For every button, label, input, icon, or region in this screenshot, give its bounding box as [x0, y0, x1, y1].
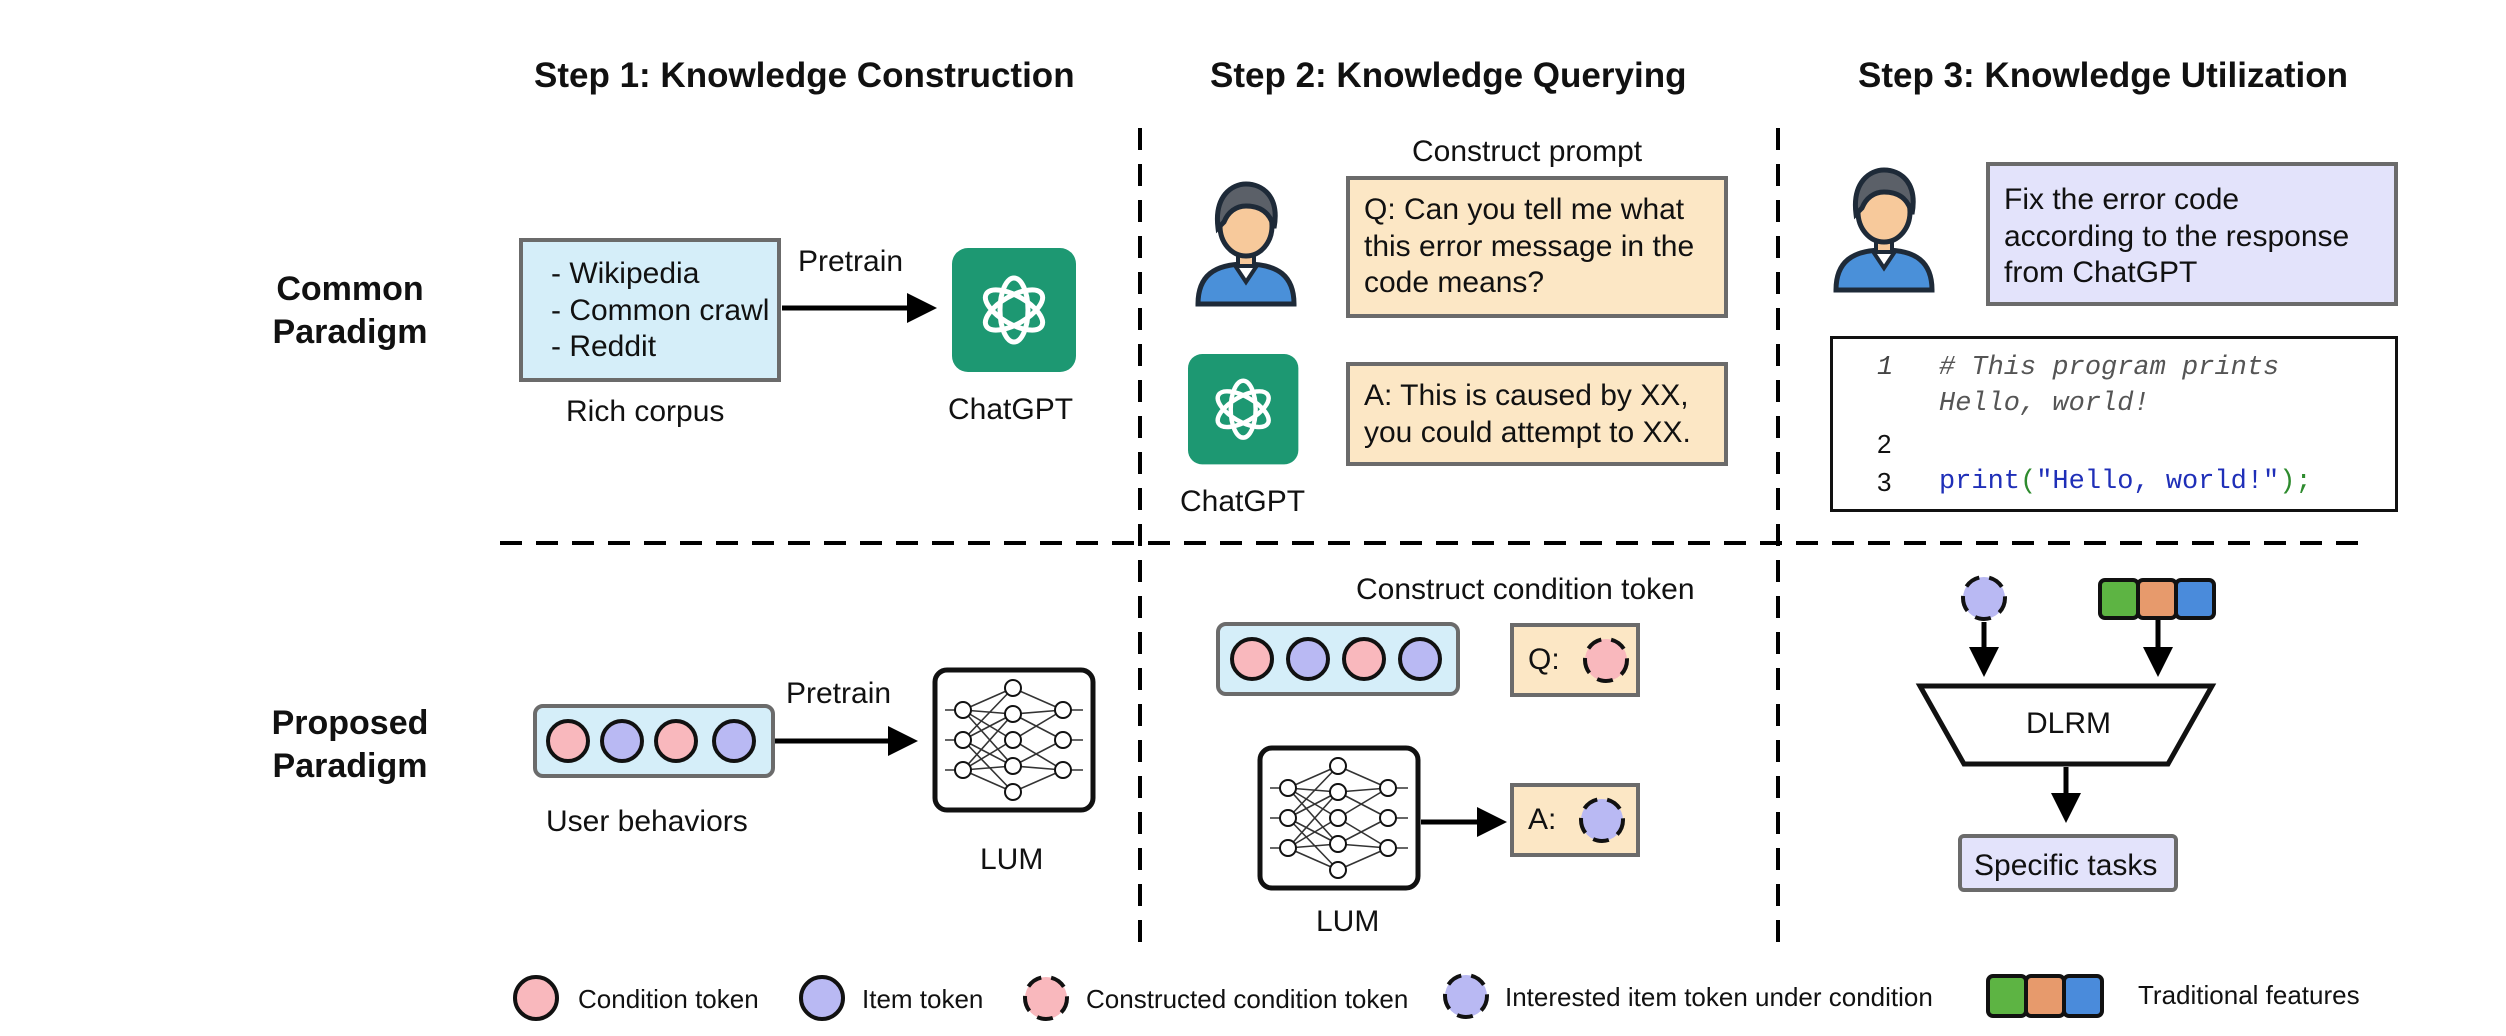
user-person-icon-utilization [1836, 170, 1932, 290]
code-print-fn: print [1939, 467, 2021, 497]
code-paren-open: ( [2020, 467, 2037, 497]
legend-interested-label: Interested item token under condition [1505, 982, 1933, 1012]
condition-token [1230, 637, 1274, 681]
legend-feature-blue [2062, 974, 2104, 1018]
lum-label-query: LUM [1316, 905, 1380, 938]
query-sequence-box [1216, 622, 1460, 696]
specific-tasks-label: Specific tasks [1974, 849, 2158, 882]
legend-constructed-label: Constructed condition token [1086, 984, 1409, 1014]
rich-corpus-box: - Wikipedia - Common crawl - Reddit [519, 238, 781, 382]
legend-interested-swatch [1443, 973, 1489, 1019]
step3-heading: Step 3: Knowledge Utilization [1858, 56, 2349, 95]
answer-box: A: This is caused by XX, you could attem… [1346, 362, 1728, 466]
chatgpt-label-common: ChatGPT [948, 393, 1074, 426]
line-number-3: 3 [1877, 467, 1892, 497]
item-token [712, 719, 756, 763]
line-number-2: 2 [1877, 429, 1892, 459]
legend-item-swatch [799, 975, 845, 1021]
fix-instruction-text: Fix the error code according to the resp… [2004, 183, 2350, 290]
common-paradigm-label: Common Paradigm [272, 270, 428, 351]
code-string: "Hello, world!" [2036, 467, 2280, 497]
construct-condition-label: Construct condition token [1356, 573, 1695, 606]
rich-corpus-label: Rich corpus [566, 395, 725, 428]
chatgpt-logo-icon-common [952, 248, 1076, 372]
question-box: Q: Can you tell me what this error messa… [1346, 176, 1728, 318]
condition-token [1342, 637, 1386, 681]
dlrm-block [1915, 683, 2217, 767]
feature-orange [2136, 578, 2178, 620]
legend-item-label: Item token [862, 984, 984, 1014]
condition-token [546, 719, 590, 763]
code-comment-line1: # This program prints [1939, 353, 2280, 383]
item-token [600, 719, 644, 763]
code-paren-close: ); [2279, 467, 2312, 497]
lum-label: LUM [980, 843, 1044, 876]
feature-green [2098, 578, 2140, 620]
legend-condition-label: Condition token [578, 984, 759, 1014]
constructed-condition-token [1583, 637, 1629, 683]
user-behaviors-label: User behaviors [546, 805, 748, 838]
q-prefix: Q: [1528, 643, 1560, 676]
proposed-paradigm-label: Proposed Paradigm [271, 704, 429, 785]
user-person-icon-query [1198, 184, 1294, 304]
a-prefix: A: [1528, 803, 1557, 836]
legend-feature-orange [2024, 974, 2066, 1018]
question-text: Q: Can you tell me what this error messa… [1364, 193, 1695, 300]
item-token [1286, 637, 1330, 681]
chatgpt-logo-icon-query [1188, 354, 1298, 464]
code-print-line: print("Hello, world!"); [1939, 467, 2312, 497]
answer-text: A: This is caused by XX, you could attem… [1364, 379, 1691, 449]
line-number-1: 1 [1877, 353, 1894, 383]
fix-instruction-box: Fix the error code according to the resp… [1986, 162, 2398, 306]
corpus-items: - Wikipedia - Common crawl - Reddit [551, 257, 770, 364]
step2-heading: Step 2: Knowledge Querying [1210, 56, 1687, 95]
legend-traditional-label: Traditional features [2138, 980, 2360, 1010]
lum-neural-network-icon-query [1260, 748, 1418, 888]
code-comment-line1-wrap: Hello, world! [1939, 389, 2150, 419]
step1-heading: Step 1: Knowledge Construction [534, 56, 1075, 95]
condition-token [654, 719, 698, 763]
dlrm-label: DLRM [2026, 707, 2112, 740]
lum-neural-network-icon [935, 670, 1093, 810]
interested-item-token [1961, 575, 2007, 621]
legend-feature-green [1986, 974, 2028, 1018]
item-token [1398, 637, 1442, 681]
pretrain-label-proposed: Pretrain [786, 677, 892, 710]
legend-constructed-swatch [1023, 975, 1069, 1021]
specific-tasks-box: Specific tasks [1958, 834, 2178, 892]
legend-condition-swatch [513, 975, 559, 1021]
chatgpt-label-query: ChatGPT [1180, 485, 1306, 518]
interested-item-token [1579, 797, 1625, 843]
construct-prompt-label: Construct prompt [1412, 135, 1643, 168]
pretrain-label-common: Pretrain [798, 245, 904, 278]
code-block: 1 # This program prints Hello, world! 2 … [1830, 336, 2398, 512]
feature-blue [2174, 578, 2216, 620]
